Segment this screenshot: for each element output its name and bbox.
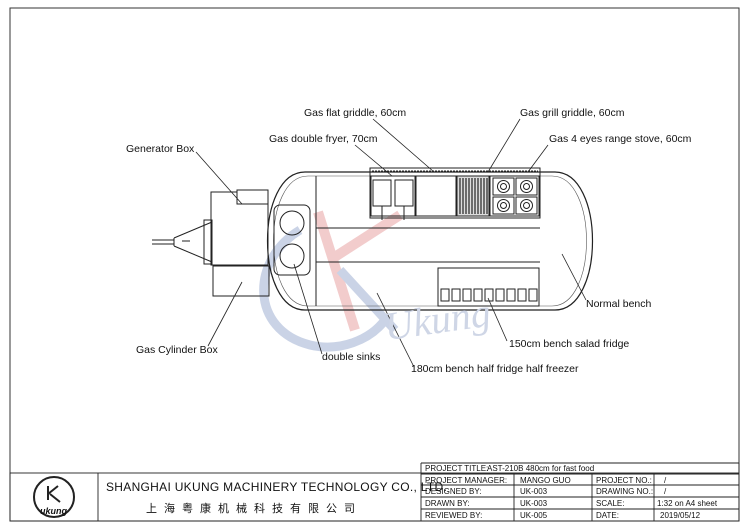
gas-flat-griddle <box>415 175 457 217</box>
gas-double-fryer <box>370 175 416 220</box>
drawing-no-label: DRAWING NO.: <box>596 487 654 496</box>
project-no-label: PROJECT NO.: <box>596 476 652 485</box>
drawing-no-value: / <box>664 487 667 496</box>
label-normal-bench: Normal bench <box>586 298 652 310</box>
project-title-label: PROJECT TITLE: <box>425 464 489 473</box>
label-gas-double-fryer: Gas double fryer, 70cm <box>269 133 378 145</box>
label-double-sinks: double sinks <box>322 351 381 363</box>
generator-lid <box>236 189 269 205</box>
date-value: 2019/05/12 <box>660 511 701 520</box>
reviewed-by-label: REVIEWED BY: <box>425 511 483 520</box>
drawn-by-label: DRAWN BY: <box>425 499 470 508</box>
scale-value: 1:32 on A4 sheet <box>657 499 718 508</box>
project-manager-label: PROJECT MANAGER: <box>425 476 508 485</box>
gas-cylinder-box <box>212 265 270 297</box>
gas-grill-griddle <box>456 175 490 217</box>
tow-hitch <box>152 219 213 265</box>
trailer-body-outline <box>266 171 594 311</box>
company-logo <box>33 476 75 518</box>
project-title-value: AST-210B 480cm for fast food <box>487 464 595 473</box>
company-name-en: SHANGHAI UKUNG MACHINERY TECHNOLOGY CO.,… <box>106 480 448 494</box>
project-no-value: / <box>664 476 667 485</box>
drawn-by-value: UK-003 <box>520 499 548 508</box>
trailer-inner-outline <box>273 175 587 307</box>
leader-lines <box>195 118 587 368</box>
reviewed-by-value: UK-005 <box>520 511 548 520</box>
gas-range-stove <box>489 175 540 217</box>
company-name-cn: 上海粤康机械科技有限公司 <box>146 502 362 515</box>
company-logo-text: ukung <box>40 506 67 516</box>
title-block-frame <box>9 462 740 522</box>
label-bench-fridge-freezer: 180cm bench half fridge half freezer <box>411 363 579 375</box>
designed-by-label: DESIGNED BY: <box>425 487 482 496</box>
label-gas-grill-griddle: Gas grill griddle, 60cm <box>520 107 625 119</box>
label-gas-cylinder-box: Gas Cylinder Box <box>136 344 218 356</box>
label-gas-flat-griddle: Gas flat griddle, 60cm <box>304 107 407 119</box>
project-manager-value: MANGO GUO <box>520 476 571 485</box>
label-gas-range-stove: Gas 4 eyes range stove, 60cm <box>549 133 692 145</box>
label-generator-box: Generator Box <box>126 143 195 155</box>
scale-label: SCALE: <box>596 499 625 508</box>
designed-by-value: UK-003 <box>520 487 548 496</box>
salad-fridge <box>437 267 540 307</box>
double-sinks <box>273 204 311 276</box>
upper-counter <box>369 167 541 219</box>
sheet-border <box>9 7 740 522</box>
label-bench-salad-fridge: 150cm bench salad fridge <box>509 338 630 350</box>
date-label: DATE: <box>596 511 619 520</box>
